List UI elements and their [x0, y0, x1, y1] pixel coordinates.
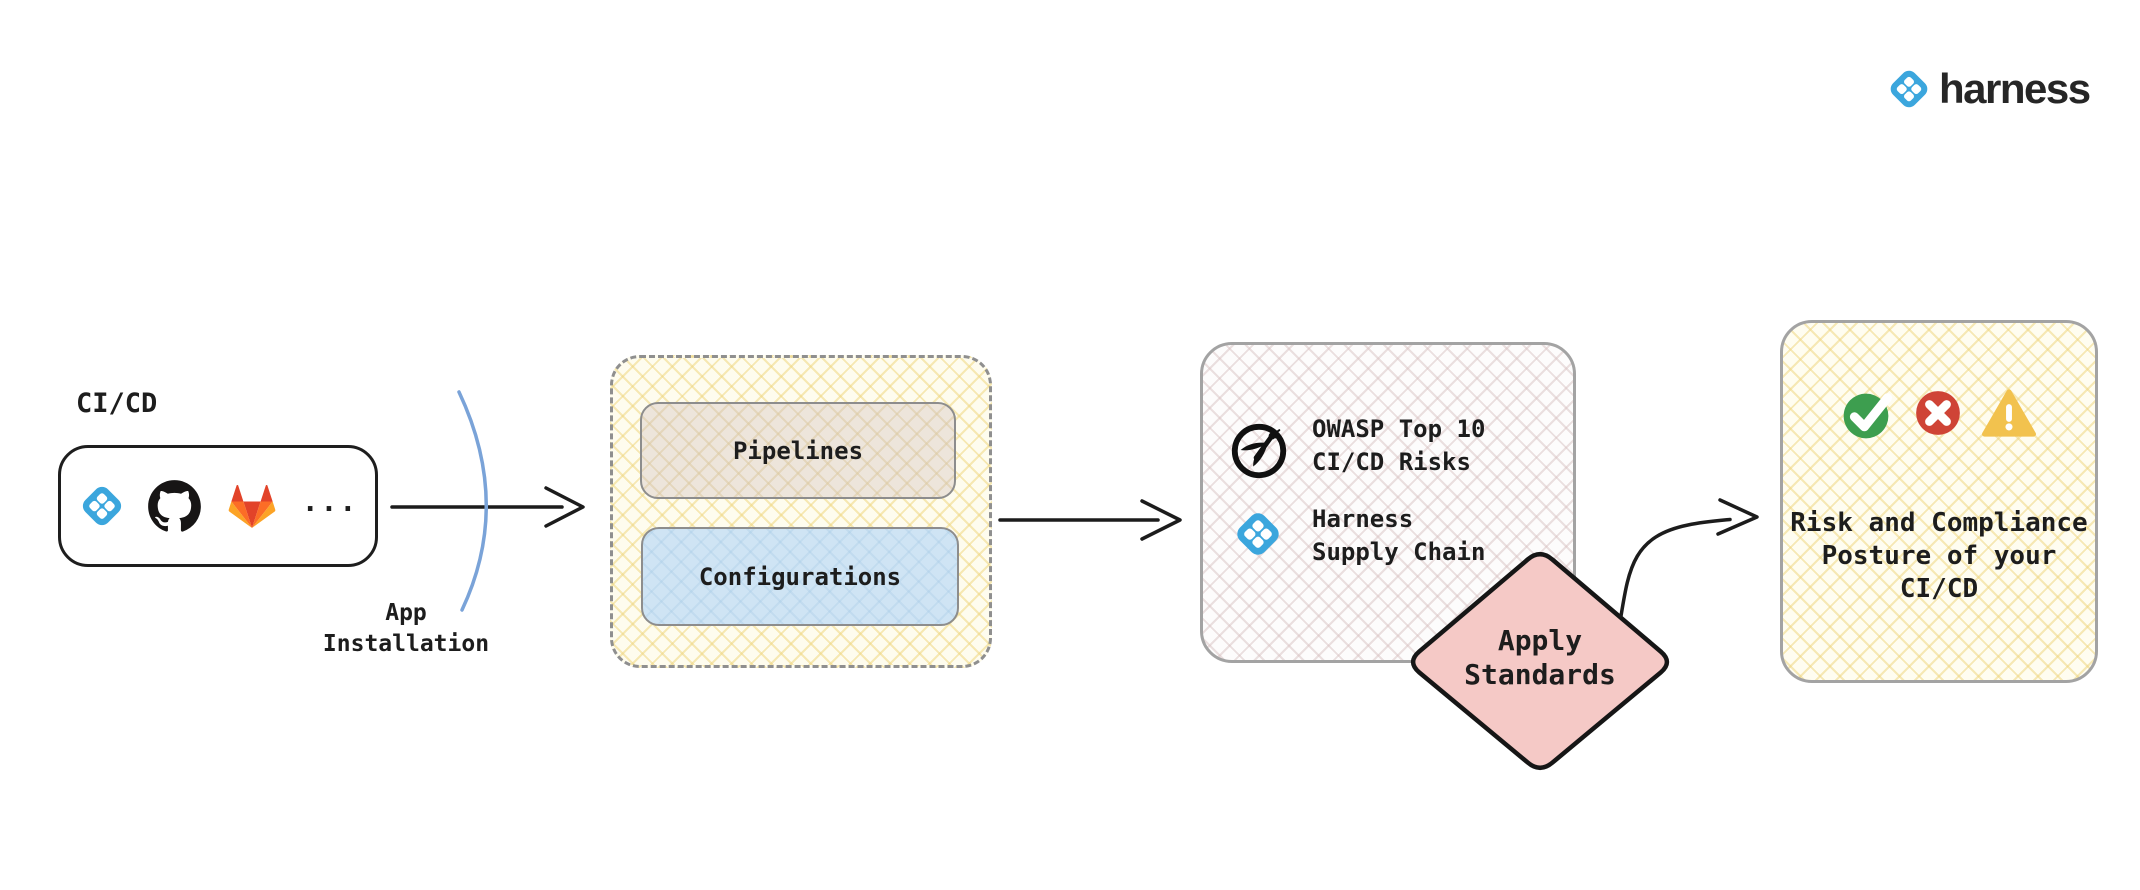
- apply-standards-label: Apply Standards: [1464, 624, 1616, 691]
- more-providers-ellipsis: ...: [301, 484, 359, 518]
- posture-node: [1780, 320, 2098, 683]
- status-icons-row: [1780, 386, 2098, 440]
- cicd-sources-node: ...: [58, 445, 378, 567]
- owasp-icon: [1228, 420, 1290, 482]
- arrow-pipelines-to-standards: [998, 499, 1182, 541]
- installation-arc: [457, 390, 488, 612]
- warning-icon: [1981, 389, 2036, 437]
- harness-logo: harness: [1886, 65, 2091, 112]
- app-installation-label: App Installation: [322, 600, 490, 657]
- cicd-group-label: CI/CD: [76, 388, 158, 419]
- pipelines-node: Pipelines: [640, 402, 956, 499]
- harness-icon: [82, 486, 121, 526]
- harness-icon: [1890, 70, 1928, 108]
- gitlab-icon: [228, 485, 276, 528]
- configurations-label: Configurations: [698, 562, 902, 591]
- configurations-node: Configurations: [641, 527, 959, 626]
- owasp-risks-label: OWASP Top 10 CI/CD Risks: [1312, 415, 1486, 476]
- check-icon: [1843, 392, 1892, 438]
- harness-icon: [1232, 508, 1284, 560]
- github-icon: [147, 479, 201, 532]
- harness-supply-chain-label: Harness Supply Chain: [1312, 505, 1486, 566]
- cross-icon: [1915, 391, 1960, 435]
- pipelines-label: Pipelines: [732, 436, 864, 465]
- posture-label: Risk and Compliance Posture of your CI/C…: [1790, 508, 2088, 604]
- arrow-cicd-to-pipelines: [390, 486, 585, 528]
- arrow-standards-to-posture: [1619, 498, 1759, 618]
- harness-wordmark: harness: [1939, 65, 2091, 112]
